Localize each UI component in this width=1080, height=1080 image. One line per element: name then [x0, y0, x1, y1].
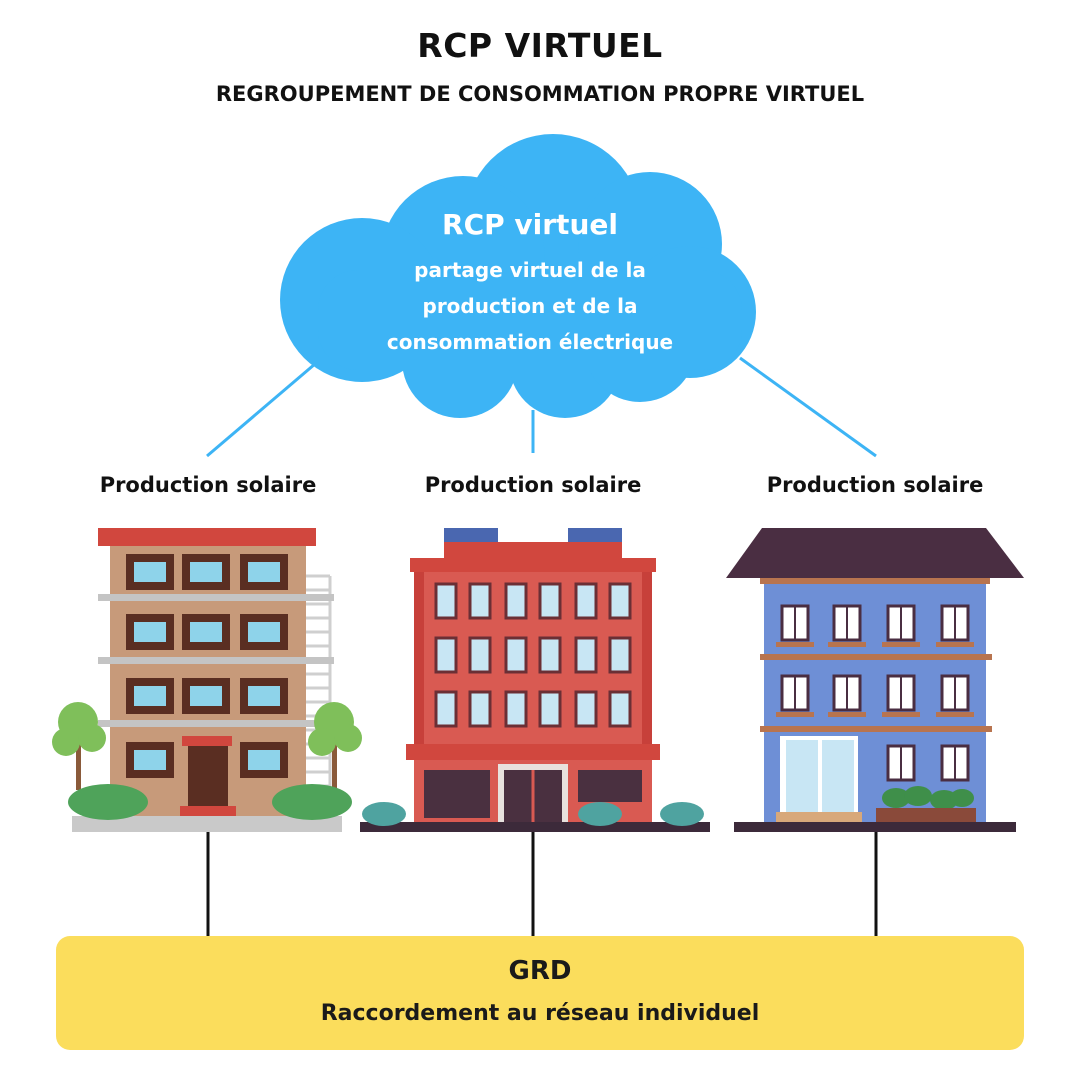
- cloud-text-line-1: partage virtuel de la: [414, 258, 646, 282]
- grd-title: GRD: [508, 956, 572, 986]
- cloud-connector-right: [739, 356, 877, 458]
- grd-subtitle: Raccordement au réseau individuel: [320, 1001, 760, 1026]
- grd-box: [56, 936, 1024, 1050]
- cloud-text-line-2: production et de la: [422, 294, 638, 318]
- building-label-left: Production solaire: [99, 473, 317, 497]
- page-subtitle: REGROUPEMENT DE CONSOMMATION PROPRE VIRT…: [215, 82, 865, 106]
- building-label-right: Production solaire: [766, 473, 984, 497]
- building-center: [360, 528, 710, 832]
- cloud-connector-left: [206, 356, 323, 458]
- cloud-shape: [280, 134, 756, 418]
- cloud-text-line-3: consommation électrique: [386, 330, 674, 354]
- building-right: [726, 528, 1024, 832]
- building-label-center: Production solaire: [424, 473, 642, 497]
- building-left: [52, 528, 362, 832]
- cloud-title: RCP virtuel: [442, 208, 618, 241]
- page-title: RCP VIRTUEL: [417, 26, 663, 65]
